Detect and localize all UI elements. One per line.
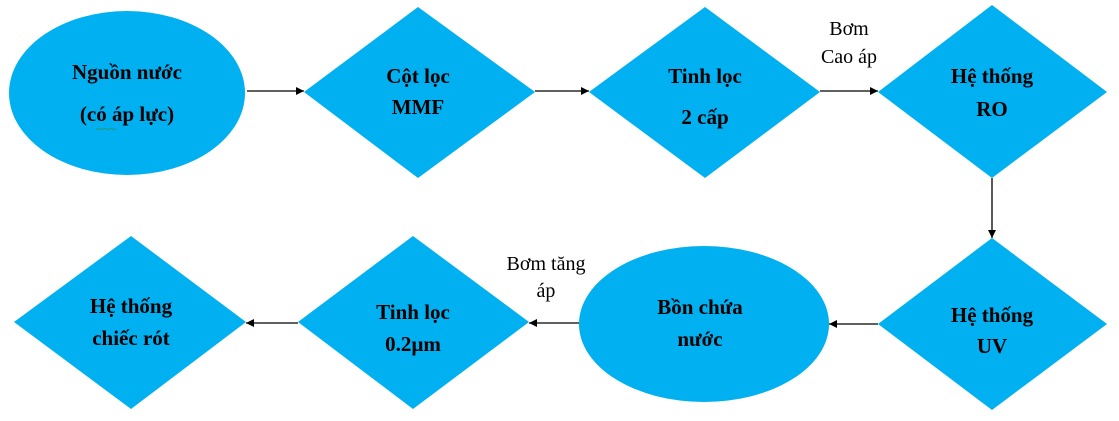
ro-system-node — [878, 5, 1107, 178]
spell-check-mark: ~~~ — [96, 122, 116, 136]
high-pressure-pump-label-2: Cao áp — [821, 46, 877, 68]
fine-filter-02-label-1: Tinh lọc — [376, 300, 450, 324]
booster-pump-label-2: áp — [537, 280, 556, 302]
mmf-column-node — [304, 7, 535, 178]
uv-system-node — [878, 238, 1107, 410]
filling-system-label-1: Hệ thống — [90, 294, 173, 318]
fine-filter-2-label-1: Tinh lọc — [668, 64, 742, 88]
mmf-column-label-2: MMF — [392, 95, 444, 119]
filling-system-label-2: chiếc rót — [92, 326, 170, 350]
water-tank-label-2: nước — [677, 327, 722, 351]
fine-filter-2-label-2: 2 cấp — [681, 105, 728, 129]
filling-system-node — [14, 236, 246, 409]
ro-system-label-1: Hệ thống — [951, 64, 1034, 88]
ro-system-label-2: RO — [976, 97, 1008, 121]
mmf-column-label-1: Cột lọc — [386, 64, 450, 88]
water-tank-label-1: Bồn chứa — [657, 295, 743, 319]
uv-system-label-1: Hệ thống — [951, 303, 1034, 327]
water-source-node — [9, 11, 245, 175]
water-tank-node — [579, 246, 829, 402]
fine-filter-02-label-2: 0.2µm — [385, 332, 441, 356]
water-source-label-2: (có áp lực) — [80, 102, 174, 126]
fine-filter-02-node — [298, 236, 529, 409]
uv-system-label-2: UV — [977, 334, 1007, 358]
water-source-label-1: Nguồn nước — [72, 60, 182, 84]
booster-pump-label-1: Bơm tăng — [507, 253, 586, 275]
high-pressure-pump-label-1: Bơm — [829, 18, 869, 40]
fine-filter-2-node — [589, 7, 820, 178]
